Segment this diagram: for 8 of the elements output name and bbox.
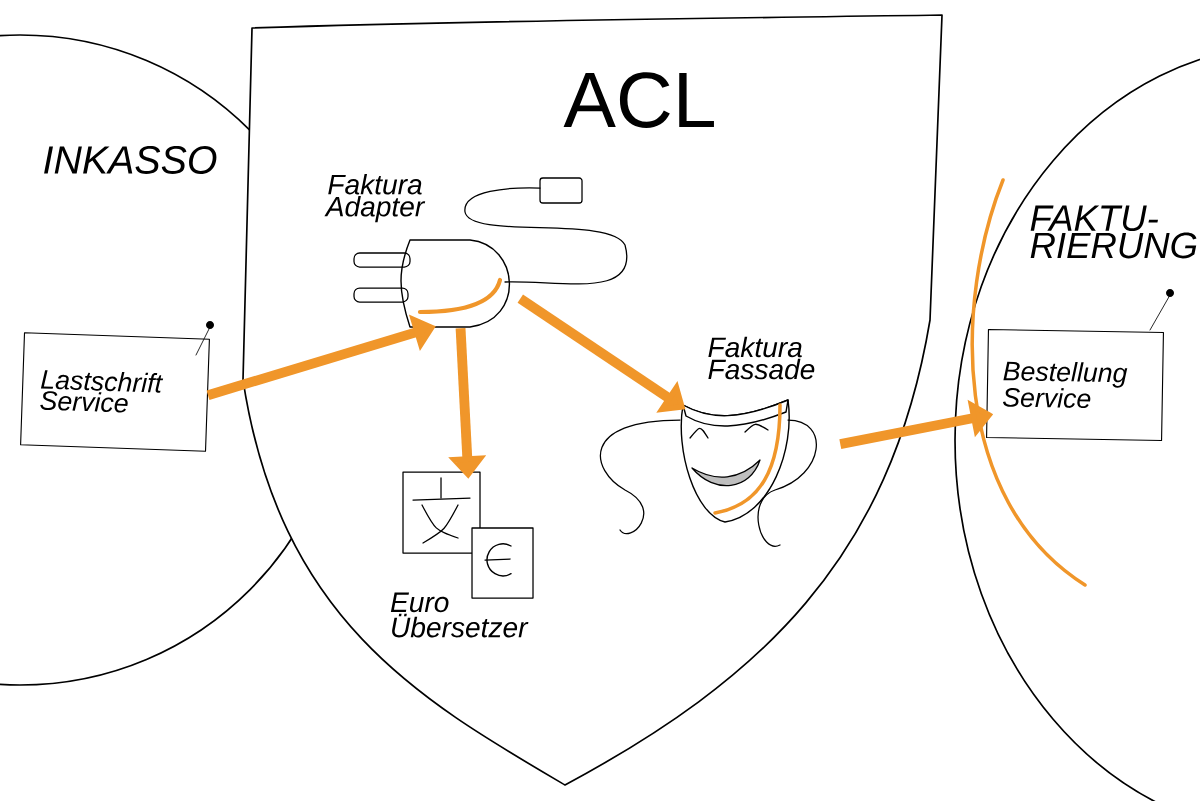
note-card: Lastschrift Service bbox=[20, 321, 214, 452]
currency-icons-drawing: Euro Übersetzer bbox=[390, 471, 534, 638]
node-label: Faktura Adapter bbox=[324, 173, 426, 223]
mask-drawing: Faktura Fassade bbox=[599, 336, 817, 547]
plug-drawing: Faktura Adapter bbox=[324, 173, 628, 328]
note-card: Bestellung Service bbox=[986, 289, 1174, 442]
node-label: Faktura Fassade bbox=[708, 336, 815, 380]
node-label: Euro Übersetzer bbox=[390, 592, 529, 638]
